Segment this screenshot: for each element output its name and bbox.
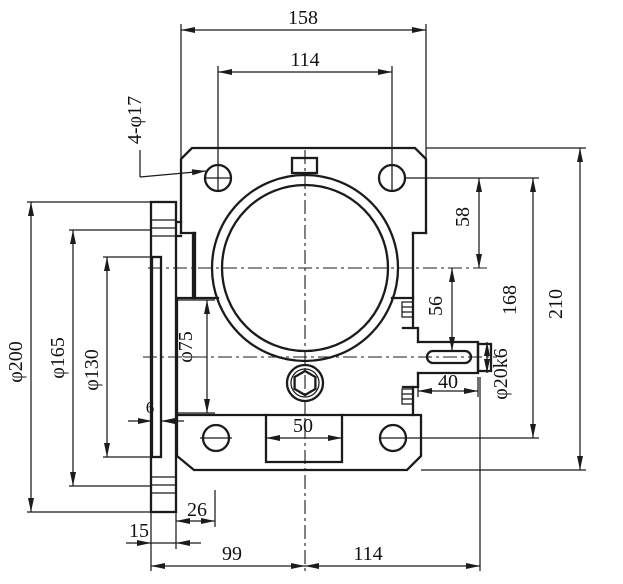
dim-bolt-hole-note: 4-φ17 [124,96,146,144]
flange-hole-top [151,219,176,237]
bearing-boss [401,326,420,389]
ext-phi130 [103,256,152,458]
dim-top-bolt-spacing: 114 [290,49,319,71]
leader-4xphi17 [139,169,207,178]
dim-hole-span-vertical: 168 [499,285,521,315]
ext-phi200 [27,201,151,513]
dim-bolt-circle: φ165 [47,337,69,379]
dim-top-holes-to-center: 58 [452,207,474,227]
dim-foot-notch: 50 [293,415,313,437]
dim-shaft-length: 40 [438,371,458,393]
dim-flange-thickness: 15 [129,520,149,542]
set-screw-upper [401,301,414,318]
dimensions: 158 114 4-φ17 φ200 φ165 φ130 φ75 6 58 [5,7,586,571]
dim-flange-od: φ200 [5,341,27,383]
flange-hole-bottom [151,476,176,494]
ext-114-top [217,66,393,192]
dim-center-to-shaft-axis: 56 [425,296,447,316]
ext-210 [421,147,586,471]
set-screw-lower [401,388,414,405]
dim-shaft-dia: φ20k6 [490,348,512,400]
ext-phi165 [69,229,151,487]
dim-flange-to-foot-hole: 26 [187,499,207,521]
dim-pilot-dia: φ130 [81,349,103,391]
dim-total-height: 210 [545,289,567,319]
dim-face-to-centerline: 99 [222,543,242,565]
dim-centerline-to-shaft-end: 114 [353,543,382,565]
ext-15 [150,512,177,549]
centerlines [143,150,539,571]
dim-pilot-step: 6 [146,398,155,417]
dim-boss-dia: φ75 [175,331,197,363]
ext-158 [180,24,427,159]
flange-neck [174,220,183,238]
top-plate-outline [179,146,428,235]
dim-top-width: 158 [288,7,318,29]
